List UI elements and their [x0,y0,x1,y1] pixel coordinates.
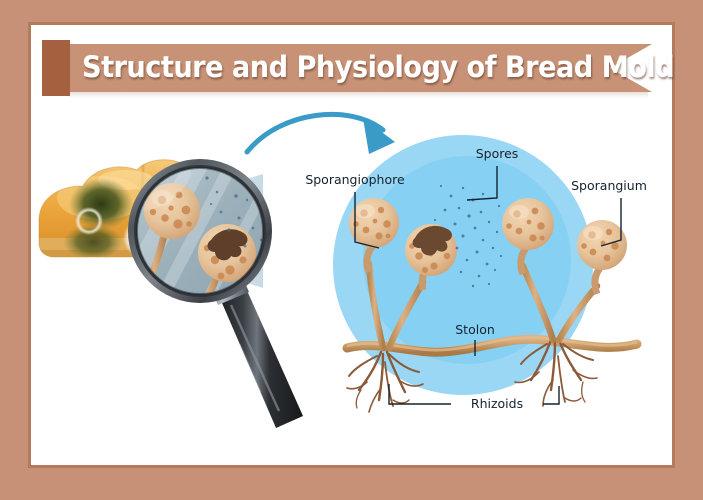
label-stolon-text: Stolon [455,322,495,337]
leader-sporangium [600,198,622,247]
sporangium-rupture [412,225,452,256]
banner-shadow [68,92,648,98]
label-sporangium: Sporangium [571,178,647,247]
label-stolon: Stolon [455,322,495,356]
sporangium-2-ruptured [405,224,457,291]
leader-rhizoids-right [543,386,560,405]
stolon [342,334,642,357]
label-sporangium-text: Sporangium [571,178,647,193]
poster-frame-inner-line [28,22,675,468]
title-banner: Structure and Physiology of Bread Mold [42,40,675,98]
leader-spores [466,166,498,201]
curved-arrow [244,111,395,155]
diagram-labels: Sporangiophore Spores Sporangium Stolon [305,146,647,411]
spore-cloud [433,184,503,288]
illustration-stage: Sporangiophore Spores Sporangium Stolon [31,100,672,465]
magnifying-glass [128,159,303,428]
label-spores: Spores [466,146,519,201]
page-title: Structure and Physiology of Bread Mold [82,50,675,84]
banner-left-cap [42,40,70,96]
leader-sporangiophore [354,192,380,249]
bread-mold-diagram [342,184,642,413]
label-sporangiophore: Sporangiophore [305,172,405,249]
sporangium-1 [349,198,399,274]
ruptured-sporangium-opening [207,229,248,261]
label-sporangiophore-text: Sporangiophore [305,172,405,187]
banner-body [64,44,652,92]
sporangiophore-1 [365,260,387,352]
label-spores-text: Spores [476,146,519,161]
label-rhizoids-text: Rhizoids [471,396,523,411]
sporangium-3 [502,198,554,276]
label-rhizoids: Rhizoids [388,384,560,411]
magnifier-handle [219,286,303,428]
rhizoids-left [346,350,424,413]
leader-rhizoids-left [388,384,451,405]
rhizoids-right [514,338,598,407]
